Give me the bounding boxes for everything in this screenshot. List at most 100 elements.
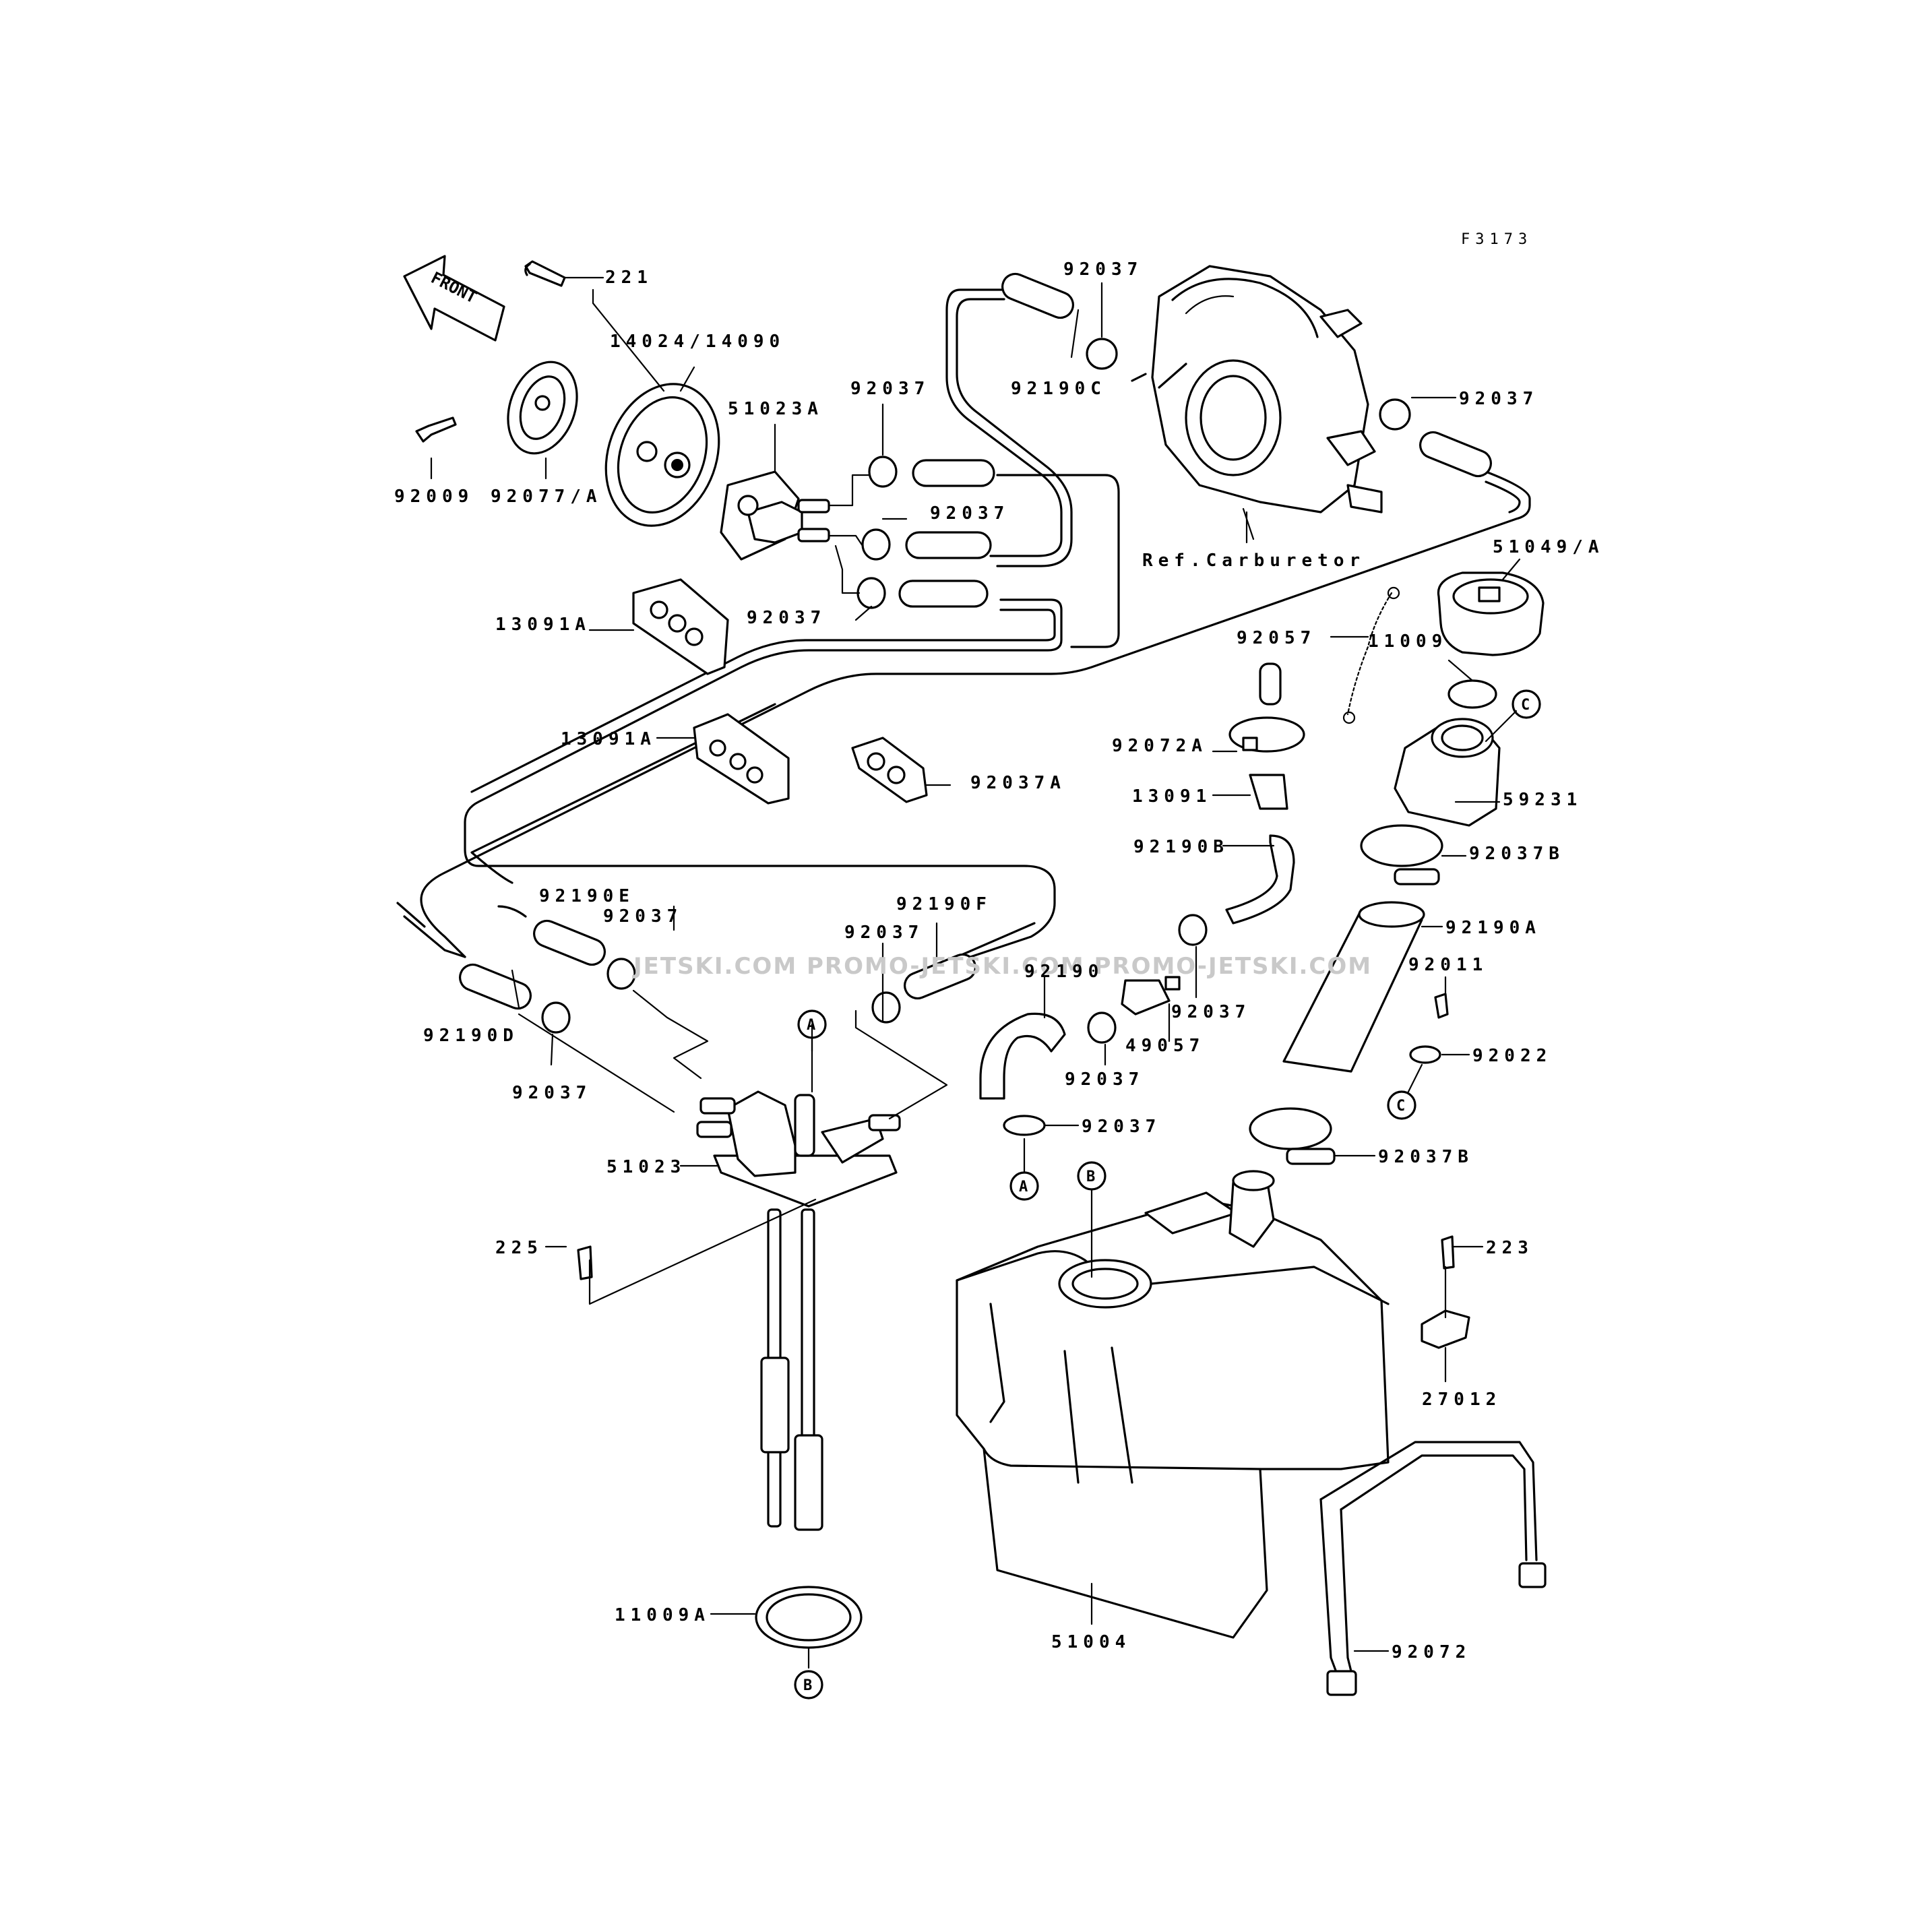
vent-hose-92190B [1225, 834, 1295, 925]
label-11009: 11009 [1368, 631, 1447, 652]
label-92037-e: 92037 [603, 906, 683, 927]
clip-92037-d [541, 1001, 571, 1034]
fuel-tank-51004 [956, 1170, 1390, 1639]
label-13091A-top: 13091A [495, 615, 591, 635]
vent-stub [1259, 662, 1282, 706]
label-92072: 92072 [1392, 1642, 1471, 1662]
label-223: 223 [1486, 1238, 1534, 1258]
label-13091A-mid: 13091A [561, 729, 656, 749]
hose-fittings-set [898, 459, 995, 608]
carburetor-ref [1131, 265, 1383, 540]
hose-92190A [1282, 901, 1425, 1073]
label-225: 225 [495, 1238, 543, 1258]
svg-text:C: C [1521, 697, 1530, 714]
front-arrow-icon: FRONT [403, 255, 505, 342]
ref-circle-A-top: A [797, 1009, 827, 1039]
label-51049A: 51049/A [1493, 537, 1604, 557]
pump-cover-14024 [604, 383, 720, 527]
hose-92190E [533, 919, 606, 966]
hose-clamp-13091A-top [632, 578, 729, 675]
bolt-92011 [1434, 993, 1449, 1019]
gasket-11009A [755, 1586, 863, 1649]
svg-text:A: A [807, 1017, 815, 1034]
filler-neck-59231 [1394, 718, 1501, 827]
label-49057: 49057 [1125, 1036, 1205, 1056]
clip-92037-right [1379, 398, 1411, 431]
fuel-pump-51023A [720, 470, 830, 561]
figure-id: F3173 [1461, 231, 1532, 248]
label-27012: 27012 [1422, 1390, 1501, 1410]
screw-92009 [415, 416, 457, 443]
svg-text:B: B [803, 1677, 812, 1694]
label-92190B: 92190B [1133, 837, 1229, 857]
gasket-11009 [1447, 679, 1497, 709]
tank-strap-92072 [1319, 1441, 1547, 1696]
label-92037-g: 92037 [1065, 1069, 1144, 1090]
label-92190F: 92190F [896, 894, 992, 914]
watermark: JETSKI.COM PROMO-JETSKI.COM PROMO-JETSKI… [632, 953, 1372, 980]
label-92057: 92057 [1237, 628, 1316, 648]
label-92037-right: 92037 [1459, 389, 1538, 409]
clip-92037-e [606, 958, 636, 990]
label-92037-a: 92037 [850, 379, 930, 399]
clip-92037-top [1086, 338, 1118, 370]
label-92037B-bot: 92037B [1378, 1147, 1474, 1167]
label-92037-b: 92037 [930, 503, 1009, 524]
ref-circle-A-bot: A [1009, 1171, 1039, 1201]
label-14024-14090: 14024/14090 [610, 332, 785, 352]
svg-text:A: A [1019, 1179, 1028, 1195]
hose-92190 [979, 1012, 1066, 1100]
tether-92057 [1342, 586, 1400, 724]
label-92072A: 92072A [1112, 736, 1208, 756]
vent-holder-13091 [1249, 774, 1288, 810]
leader-225 [588, 1198, 817, 1305]
label-92037-h: 92037 [1171, 1002, 1251, 1022]
label-ref-carburetor: Ref.Carburetor [1142, 551, 1365, 571]
filter-49057 [1121, 976, 1181, 1016]
label-221: 221 [605, 268, 653, 288]
ref-circle-B-top: B [1077, 1161, 1107, 1191]
label-92077A: 92077/A [491, 487, 602, 507]
label-92190A: 92190A [1445, 918, 1541, 938]
carb-hose-right [1419, 431, 1492, 478]
pump-diaphragm-92077 [507, 361, 578, 455]
screw-221 [524, 260, 566, 287]
clip-92037-i [1003, 1115, 1046, 1136]
label-92037-f: 92037 [844, 923, 924, 943]
label-92037A: 92037A [970, 773, 1066, 793]
label-92037-c: 92037 [747, 608, 826, 628]
washer-92022 [1409, 1045, 1441, 1064]
ref-circle-C-top: C [1512, 689, 1541, 719]
label-59231: 59231 [1503, 790, 1582, 810]
svg-text:B: B [1086, 1168, 1095, 1185]
band-clamp-92037B-bot [1249, 1107, 1336, 1165]
label-92037-top: 92037 [1063, 259, 1143, 280]
label-92037B-top: 92037B [1469, 844, 1565, 864]
carb-hose-92190C [1001, 272, 1074, 319]
clip-92037-h [1178, 914, 1208, 946]
hose-clip-92072A [1228, 716, 1305, 753]
label-51023A: 51023A [728, 399, 823, 419]
label-92190C: 92190C [1011, 379, 1107, 399]
clip-set-top-left [828, 456, 898, 609]
bolt-223 [1441, 1235, 1455, 1270]
screw-225 [577, 1245, 593, 1280]
fuel-valve-51023 [518, 989, 948, 1531]
label-51023: 51023 [606, 1157, 686, 1177]
label-92009: 92009 [394, 487, 474, 507]
label-92037-d: 92037 [512, 1083, 592, 1103]
label-92190D: 92190D [423, 1026, 519, 1046]
fuel-cap-51049 [1437, 571, 1545, 656]
label-51004: 51004 [1051, 1632, 1131, 1652]
clip-92037-f [871, 991, 901, 1024]
label-92011: 92011 [1408, 955, 1488, 975]
ref-circle-B-bot: B [794, 1670, 823, 1700]
ref-circle-C-bot: C [1387, 1090, 1416, 1120]
band-clamp-92037B-top [1360, 824, 1443, 885]
leader-lines [430, 276, 1521, 1669]
label-92037-i: 92037 [1082, 1117, 1161, 1137]
hose-92190D [459, 963, 532, 1010]
clip-92037-g [1087, 1011, 1117, 1044]
